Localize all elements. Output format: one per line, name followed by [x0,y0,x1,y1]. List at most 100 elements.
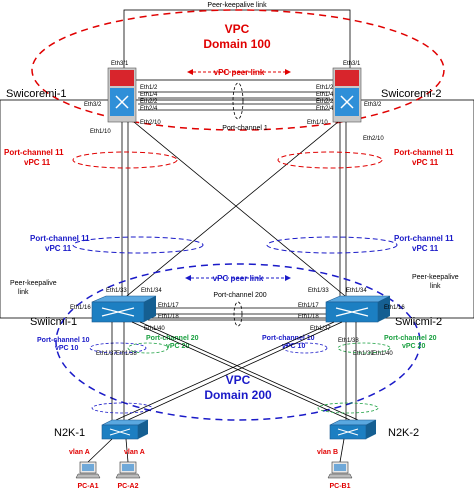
fex-2-switch[interactable] [329,419,377,440]
core-switch-1[interactable] [107,67,137,123]
access-1-port-eth1-17: Eth1/17 [158,303,179,309]
mid-pc11-right-title: Port-channel 11 [394,234,454,243]
core-1-port-eth3-2: Eth3/2 [84,102,102,108]
peer-link-label-top: vPC peer link [214,68,265,77]
mid-pc11-right-loop [266,236,398,254]
core-2-port-eth1-10: Eth1/10 [307,120,328,126]
mid-pc11-left-loop [72,236,204,254]
core-peer-links [138,91,330,111]
core-1-port-eth1-4: Eth1/4 [140,92,158,98]
core-2-port-eth3-2: Eth3/2 [364,102,382,108]
mid-pc11-right-vpc: vPC 11 [412,244,439,253]
vpc-200-domain: Domain 200 [204,388,272,402]
port-channel-1-loop [232,82,244,120]
core-2-port-eth3-1: Eth3/1 [343,61,361,67]
fex-host-links [87,438,345,463]
vpc-domain-200-ellipse [55,263,421,421]
access-2-port-eth1-38: Eth1/38 [338,338,359,344]
fex-1-switch[interactable] [101,419,149,440]
access-1-pc10-title: Port-channel 10 [37,337,90,344]
access-2-port-eth1-33: Eth1/33 [308,288,329,294]
access-2-vpc20: vPC 20 [402,343,425,350]
access-2-vpc10: vPC 10 [282,343,305,350]
access-2-port-eth1-17: Eth1/17 [298,303,319,309]
core-pc11-left-title: Port-channel 11 [4,148,64,157]
pc-a2-icon[interactable] [115,461,141,479]
core-2-port-eth2-4: Eth2/4 [316,106,334,112]
pc-b1-label: PC-B1 [329,483,350,490]
access-2-port-eth1-34: Eth1/34 [346,288,367,294]
fex-1-loop [91,402,153,414]
access-1-port-eth1-37: Eth1/37 [96,351,117,357]
access-1-port-eth1-16: Eth1/16 [70,305,91,311]
access-2-port-eth1-39: Eth1/39 [353,351,374,357]
core-1-port-eth2-2: Eth2/2 [140,99,158,105]
port-channel-200-loop [233,301,243,327]
access-switch-1[interactable] [91,295,157,323]
mid-pc11-left-vpc: vPC 11 [45,244,72,253]
access-1-vpc20: vPC 20 [166,343,189,350]
core-pc11-left-vpc: vPC 11 [24,158,51,167]
access-2-port-eth1-18: Eth1/18 [298,314,319,320]
right-keepalive-line2: link [430,283,441,290]
pc-b1-icon[interactable] [327,461,353,479]
access-1-port-eth1-18: Eth1/18 [158,314,179,320]
access-2-port-eth1-40: Eth1/40 [372,351,393,357]
right-keepalive-line1: Peer-keepalive [412,274,459,281]
access-switch-1-name: Swiicmi-1 [30,316,77,328]
mid-pc11-left-title: Port-channel 11 [30,234,90,243]
core-pc11-right-vpc: vPC 11 [412,158,439,167]
access-1-pc20-loop [127,342,169,354]
access-switch-2[interactable] [325,295,391,323]
left-keepalive-line2: link [18,289,29,296]
core-pc11-right-loop [277,151,383,169]
vlan-a1-label: vlan A [69,449,90,456]
access-1-pc20-title: Port-channel 20 [146,335,199,342]
fex-2-loop [317,402,379,414]
access-2-port-eth1-16: Eth1/16 [384,305,405,311]
vpc-100-title: VPC [225,22,250,36]
core-2-port-eth2-2: Eth2/2 [316,99,334,105]
pc-a1-icon[interactable] [75,461,101,479]
top-keepalive-label: Peer-keepalive link [207,2,267,9]
pc-a1-label: PC-A1 [77,483,98,490]
core-switch-2-name: Swicoremi-2 [381,88,442,100]
core-1-port-eth2-10: Eth2/10 [140,120,161,126]
vpc-200-title: VPC [226,373,251,387]
access-1-pc10-loop [89,342,147,354]
middle-frame [0,99,474,319]
vlan-b-label: vlan B [317,449,338,456]
access-fex-links [111,321,359,421]
core-switch-1-name: Swicoremi-1 [6,88,67,100]
vlan-a2-label: vlan A [124,449,145,456]
access-peer-links [148,307,328,321]
core-2-port-eth1-4: Eth1/4 [316,92,334,98]
core-1-port-eth1-2: Eth1/2 [140,85,158,91]
vpc-100-domain: Domain 100 [203,37,271,51]
left-keepalive-line1: Peer-keepalive [10,280,57,287]
access-2-pc10-title: Port-channel 10 [262,335,315,342]
core-switch-2[interactable] [332,67,362,123]
fex-2-name: N2K-2 [388,427,419,439]
core-1-port-eth3-1: Eth3/1 [111,61,129,67]
access-2-pc20-loop [337,342,391,354]
peer-link-label-mid: vPC peer link [213,274,264,283]
core-1-port-eth2-4: Eth2/4 [140,106,158,112]
core-1-port-eth1-10: Eth1/10 [90,129,111,135]
pc-a2-label: PC-A2 [117,483,138,490]
port-channel-1-label: Port-channel 1 [222,125,268,132]
access-2-port-eth1-37: Eth1/37 [310,326,331,332]
core-2-port-eth2-10: Eth2/10 [363,136,384,142]
core-2-port-eth1-2: Eth1/2 [316,85,334,91]
access-1-port-eth1-38: Eth1/38 [116,351,137,357]
vpc-domain-100-ellipse [31,9,445,131]
access-1-port-eth1-34: Eth1/34 [141,288,162,294]
access-2-pc10-loop [282,342,328,354]
access-1-port-eth1-33: Eth1/33 [106,288,127,294]
access-1-vpc10: vPC 10 [55,345,78,352]
core-pc11-left-loop [72,151,178,169]
fex-1-name: N2K-1 [54,427,85,439]
access-switch-2-name: Swiicmi-2 [395,316,442,328]
access-2-pc20-title: Port-channel 20 [384,335,437,342]
